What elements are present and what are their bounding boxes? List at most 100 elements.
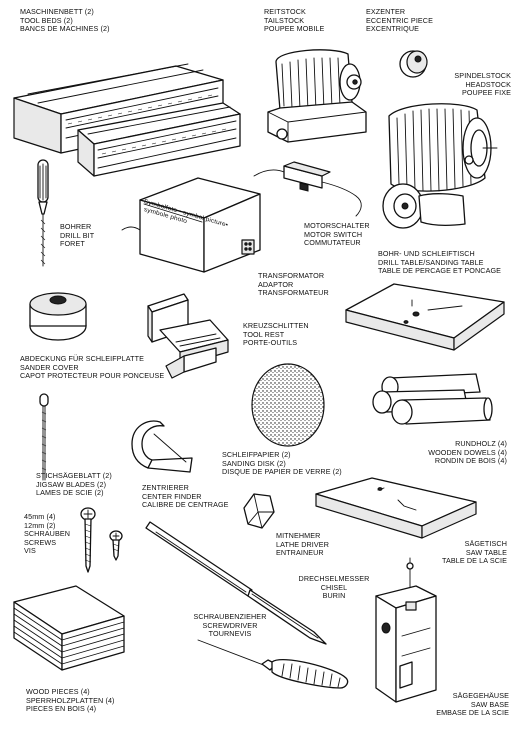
label-line: SCHRAUBEN — [24, 529, 71, 539]
label-center-finder: ZENTRIERER CENTER FINDER CALIBRE DE CENT… — [142, 483, 229, 510]
label-line: JIGSAW BLADES (2) — [36, 479, 107, 489]
screws-illustration — [78, 504, 134, 574]
label-wood-pieces: WOOD PIECES (4) SPERRHOLZPLATTEN (4) PIE… — [26, 687, 115, 714]
label-tailstock: REITSTOCK TAILSTOCK POUPEE MOBILE — [264, 7, 325, 34]
label-line: VIS — [24, 546, 36, 556]
label-eccentric: EXZENTER ECCENTRIC PIECE EXCENTRIQUE — [366, 7, 433, 34]
saw-table-illustration — [312, 474, 482, 546]
label-line: SÄGETISCH — [464, 539, 507, 548]
label-line: MOTOR SWITCH — [304, 229, 363, 239]
tool-rest-illustration — [136, 290, 236, 382]
label-line: TOOL REST — [243, 329, 285, 339]
label-line: SCREWDRIVER — [202, 620, 258, 630]
wooden-dowels-illustration — [368, 368, 496, 440]
label-line: BURIN — [322, 591, 346, 601]
label-tool-rest: KREUZSCHLITTEN TOOL REST PORTE-OUTILS — [243, 321, 309, 348]
center-finder-illustration — [128, 412, 198, 474]
machine-bed-illustration — [8, 58, 243, 183]
label-headstock: SPINDELSTOCK HEADSTOCK POUPEE FIXE — [454, 71, 511, 98]
label-line: CALIBRE DE CENTRAGE — [142, 500, 229, 510]
label-line: BOHRER — [60, 222, 92, 231]
drill-bit-illustration — [30, 158, 56, 270]
label-line: SCHLEIFPAPIER (2) — [222, 450, 291, 459]
headstock-illustration — [373, 96, 513, 236]
jigsaw-blades-illustration — [34, 392, 54, 482]
label-line: 12mm (2) — [24, 520, 56, 530]
label-line: LATHE DRIVER — [276, 539, 329, 549]
label-line: ADAPTOR — [258, 279, 294, 289]
label-line: CAPOT PROTECTEUR POUR PONCEUSE — [20, 371, 165, 381]
label-line: TOOL BEDS (2) — [20, 15, 73, 25]
label-line: SANDER COVER — [20, 362, 79, 372]
label-line: SANDING DISK (2) — [222, 458, 286, 468]
label-line: MASCHINENBETT (2) — [20, 7, 94, 16]
lathe-driver-illustration — [240, 490, 278, 534]
wood-pieces-illustration — [6, 582, 130, 674]
eccentric-piece-illustration — [397, 46, 433, 80]
label-line: ECCENTRIC PIECE — [366, 15, 433, 25]
label-line: BOHR- UND SCHLEIFTISCH — [378, 249, 475, 258]
label-drill-table: BOHR- UND SCHLEIFTISCH DRILL TABLE/SANDI… — [378, 249, 502, 276]
label-sanding-disk: SCHLEIFPAPIER (2) SANDING DISK (2) DISQU… — [222, 450, 342, 477]
label-line: DRECHSELMESSER — [298, 574, 370, 583]
label-saw-base: SÄGEGEHÄUSE SAW BASE EMBASE DE LA SCIE — [436, 691, 509, 718]
label-line: SPINDELSTOCK — [454, 71, 511, 80]
label-line: RUNDHOLZ (4) — [455, 439, 507, 448]
label-line: SCREWS — [24, 537, 57, 547]
sanding-disk-illustration — [250, 362, 326, 448]
label-line: TRANSFORMATEUR — [258, 288, 329, 298]
label-line: STICHSÄGEBLATT (2) — [36, 471, 112, 480]
label-line: EMBASE DE LA SCIE — [436, 708, 509, 718]
label-line: CENTER FINDER — [142, 491, 202, 501]
label-line: ZENTRIERER — [142, 483, 189, 492]
label-machine-bed: MASCHINENBETT (2) TOOL BEDS (2) BANCS DE… — [20, 7, 110, 34]
label-line: REITSTOCK — [264, 7, 306, 16]
label-line: DRILL TABLE/SANDING TABLE — [378, 257, 484, 267]
label-line: ABDECKUNG FÜR SCHLEIFPLATTE — [20, 354, 144, 363]
label-line: PORTE-OUTILS — [243, 338, 298, 348]
label-chisel: DRECHSELMESSER CHISEL BURIN — [284, 574, 384, 601]
label-line: ENTRAINEUR — [276, 548, 324, 558]
label-line: COMMUTATEUR — [304, 238, 361, 248]
label-line: WOODEN DOWELS (4) — [428, 447, 507, 457]
label-line: CHISEL — [320, 582, 348, 592]
label-line: WOOD PIECES (4) — [26, 687, 90, 696]
label-line: MOTORSCHALTER — [304, 221, 370, 230]
label-line: TABLE DE LA SCIE — [442, 556, 507, 566]
label-line: PIECES EN BOIS (4) — [26, 704, 97, 714]
label-line: DRILL BIT — [60, 230, 95, 240]
label-line: EXCENTRIQUE — [366, 24, 420, 34]
label-line: DISQUE DE PAPIER DE VERRE (2) — [222, 467, 342, 477]
label-line: SAW TABLE — [465, 547, 507, 557]
label-screws: 45mm (4) 12mm (2) SCHRAUBEN SCREWS VIS — [24, 512, 71, 556]
label-line: TAILSTOCK — [264, 15, 305, 25]
label-line: SPERRHOLZPLATTEN (4) — [26, 695, 115, 705]
label-line: POUPEE MOBILE — [264, 24, 325, 34]
motor-switch-illustration — [252, 158, 372, 220]
label-line: KREUZSCHLITTEN — [243, 321, 309, 330]
label-line: TOURNEVIS — [208, 629, 252, 639]
label-jigsaw-blades: STICHSÄGEBLATT (2) JIGSAW BLADES (2) LAM… — [36, 471, 112, 498]
label-sander-cover: ABDECKUNG FÜR SCHLEIFPLATTE SANDER COVER… — [20, 354, 165, 381]
saw-base-illustration — [362, 556, 444, 706]
sander-cover-illustration — [26, 290, 90, 344]
label-screwdriver: SCHRAUBENZIEHER SCREWDRIVER TOURNEVIS — [180, 612, 280, 639]
drill-table-illustration — [342, 280, 512, 365]
label-line: SAW BASE — [470, 699, 509, 709]
label-line: RONDIN DE BOIS (4) — [434, 456, 507, 466]
label-line: 45mm (4) — [24, 512, 56, 521]
label-line: EXZENTER — [366, 7, 406, 16]
label-line: TABLE DE PERCAGE ET PONCAGE — [378, 266, 502, 276]
label-line: TRANSFORMATOR — [258, 271, 325, 280]
label-line: LAMES DE SCIE (2) — [36, 488, 104, 498]
label-drill-bit: BOHRER DRILL BIT FORET — [60, 222, 95, 249]
chisel-illustration — [142, 520, 330, 646]
label-line: BANCS DE MACHINES (2) — [20, 24, 110, 34]
label-saw-table: SÄGETISCH SAW TABLE TABLE DE LA SCIE — [442, 539, 507, 566]
label-motor-switch: MOTORSCHALTER MOTOR SWITCH COMMUTATEUR — [304, 221, 370, 248]
label-wooden-dowels: RUNDHOLZ (4) WOODEN DOWELS (4) RONDIN DE… — [428, 439, 507, 466]
transformer-illustration: Symbolfoto • symbol picture• symbole pho… — [120, 172, 280, 277]
label-line: HEADSTOCK — [465, 79, 511, 89]
label-transformer: TRANSFORMATOR ADAPTOR TRANSFORMATEUR — [258, 271, 329, 298]
